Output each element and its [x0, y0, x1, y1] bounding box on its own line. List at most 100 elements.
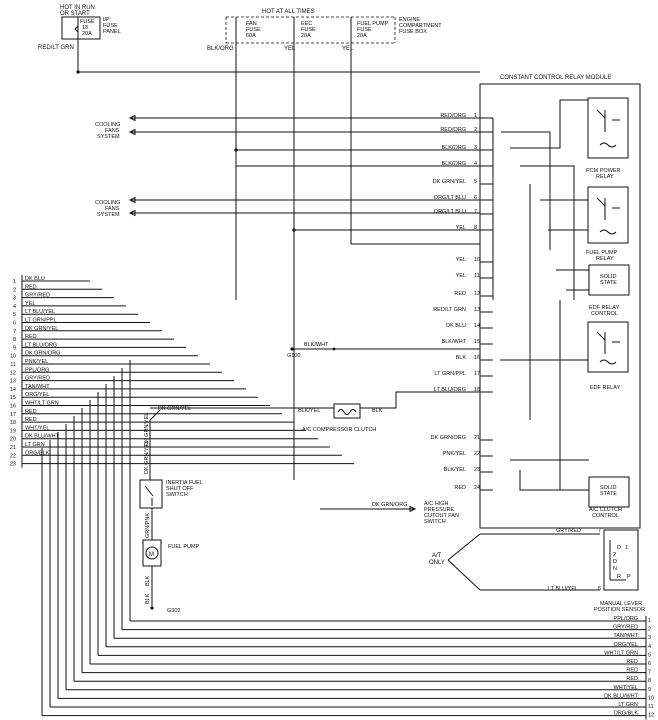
- at-only-line1: A/T: [432, 553, 442, 559]
- pcm-pin-label: PNK/YEL: [25, 359, 48, 365]
- edf-relay-box: [587, 321, 629, 373]
- ccrm-pin-number: 13: [474, 307, 480, 313]
- pcm-pin-number: 7: [13, 329, 16, 335]
- fuel-pump-motor-glyph: M: [149, 552, 154, 558]
- pcm-pin-number: 15: [10, 395, 16, 401]
- pcm-pin-number: 8: [13, 337, 16, 343]
- bottom-connector-label: PPL/ORG: [614, 616, 638, 622]
- ccrm-pin-label: ORG/LT BLU: [434, 209, 466, 215]
- ccrm-pin-number: 14: [474, 323, 480, 329]
- fuel-pump-label: FUEL PUMP: [168, 544, 200, 550]
- solid-state-1-box: [588, 264, 630, 296]
- ccrm-pin-number: 2: [474, 127, 477, 133]
- pcm-pin-number: 21: [10, 445, 16, 451]
- ccrm-pin-number: 4: [474, 161, 477, 167]
- manual-lever-position-sensor: A/T ONLY GRY/RED 7 6 LT BLU/YEL D 1 2 D …: [429, 528, 645, 613]
- ip-fuse-number: 18: [82, 25, 88, 31]
- ccrm-pin-label: BLK/ORG: [442, 161, 466, 167]
- ccrm-pin-number: 7: [474, 209, 477, 215]
- ccrm-pin-label: YEL: [456, 273, 466, 279]
- fuel-pump-relay-line1: FUEL PUMP: [586, 250, 618, 256]
- gear-p: P: [627, 574, 631, 580]
- pcm-pin-number: 16: [10, 404, 16, 410]
- dk-grn-yel-mid-label: DK GRN/YEL: [158, 406, 191, 412]
- eec-fuse-line1: EEC: [301, 21, 312, 27]
- bottom-connector-number: 1: [648, 618, 651, 624]
- pcm-pin-number: 2: [13, 287, 16, 293]
- pcm-pin-label: WHT/YEL: [25, 425, 49, 431]
- pcm-pin-number: 9: [13, 345, 16, 351]
- ac-clutch-control-line2: CONTROL: [592, 513, 619, 519]
- blk-wht-label: BLK/WHT: [304, 342, 329, 348]
- pcm-pin-number: 10: [10, 354, 16, 360]
- ccrm-pin-number: 22: [474, 451, 480, 457]
- bottom-connector-number: 3: [648, 635, 651, 641]
- ccrm-pin-label: BLK/YEL: [444, 467, 466, 473]
- bottom-connector-number: 6: [648, 661, 651, 667]
- ac-high-pressure-switch: DK GRN/ORG A/C HIGH PRESSURE CUTOUT FAN …: [320, 501, 459, 525]
- vert-blk-label-1: BLK: [145, 575, 151, 586]
- inertia-switch: DK GRN/YEL INERTIA FUEL SHUT OFF SWITCH …: [139, 406, 203, 509]
- pcm-pin-label: LT BLU/YEL: [25, 309, 55, 315]
- ac-hp-wire-label: DK GRN/ORG: [372, 502, 407, 508]
- ip-panel-line1: I/P: [103, 17, 110, 23]
- ccrm-pin-number: 15: [474, 339, 480, 345]
- fuel-pump-fuse-line1: FUEL PUMP: [357, 21, 389, 27]
- ac-compressor-clutch: BLK/YEL BLK A/C COMPRESSOR CLUTCH: [150, 391, 480, 433]
- hot-run-start-line2: OR START: [60, 11, 90, 17]
- pcm-pin-label: ORG/BLK: [25, 450, 50, 456]
- ccrm-pin-label: ORG/LT BLU: [434, 195, 466, 201]
- bottom-connector-label: RED: [626, 659, 638, 665]
- bottom-connector-number: 8: [648, 678, 651, 684]
- ac-compressor-label: A/C COMPRESSOR CLUTCH: [302, 427, 376, 433]
- pcm-pin-number: 19: [10, 428, 16, 434]
- gear-2: 2: [613, 552, 616, 558]
- pcm-pin-label: RED: [25, 284, 37, 290]
- lt-blu-yel-label: LT BLU/YEL: [548, 586, 578, 592]
- ccrm-pin-label: RED/ORG: [440, 113, 466, 119]
- vert-grn-pnk-label: GRN/PNK: [145, 513, 151, 538]
- at-only-line2: ONLY: [429, 560, 445, 566]
- ccrm-pin-number: 21: [474, 435, 480, 441]
- ac-hp-switch-line4: SWITCH: [424, 519, 446, 525]
- bottom-connector-label: LT GRN: [618, 702, 638, 708]
- pcm-pin-label: RED: [25, 417, 37, 423]
- ccrm-pin-number: 8: [474, 225, 477, 231]
- ccrm-pin-number: 1: [474, 113, 477, 119]
- cooling-fans-group-1: COOLING FANS SYSTEM: [95, 114, 480, 140]
- bottom-connector-number: 10: [648, 695, 654, 701]
- vert-dk-grn-yel-label-2: DK GRN/YEL: [144, 413, 150, 446]
- pcm-pin-number: 6: [13, 321, 16, 327]
- bottom-connector-label: WHT/LT GRN: [604, 650, 638, 656]
- pcm-pin-label: RED: [25, 409, 37, 415]
- gear-n: N: [613, 566, 617, 572]
- ccrm-pin-label: PNK/YEL: [443, 451, 466, 457]
- solid-state-2-line1: SOLID: [600, 485, 617, 491]
- ccrm-title: CONSTANT CONTROL RELAY MODULE: [500, 75, 611, 81]
- ccrm-pin-number: 12: [474, 291, 480, 297]
- mlps-box: [603, 529, 639, 591]
- cooling-fans-group-2: COOLING FANS SYSTEM: [95, 196, 480, 218]
- bottom-connector-label: RED: [626, 668, 638, 674]
- inertia-switch-line1: INERTIA FUEL: [166, 480, 203, 486]
- pcm-pin-number: 14: [10, 387, 16, 393]
- pcm-pin-label: GRY/RED: [25, 293, 50, 299]
- engine-fuse-box: HOT AT ALL TIMES FAN FUSE 60A EEC FUSE 2…: [207, 9, 442, 52]
- cooling-fans-2-line1: COOLING: [95, 200, 120, 206]
- edf-relay-label: EDF RELAY: [590, 385, 620, 391]
- pcm-pin-label: DK BLU/WHT: [25, 434, 60, 440]
- bottom-connector-label: TAN/WHT: [613, 633, 638, 639]
- bottom-connector-number: 9: [648, 687, 651, 693]
- ccrm-pin-number: 24: [474, 485, 480, 491]
- pcm-pin-label: TAN/WHT: [25, 384, 50, 390]
- bottom-connector-label: ORG/BLK: [614, 711, 639, 717]
- yel-label-a: YEL: [284, 46, 296, 52]
- pcm-pin-label: GRY/RED: [25, 376, 50, 382]
- pcm-pin-label: LT BLU/ORG: [25, 342, 57, 348]
- ac-clutch-coil-box: [333, 403, 361, 419]
- ccrm-pin-number: 16: [474, 355, 480, 361]
- gear-d2: D: [613, 559, 617, 565]
- inertia-switch-line3: SWITCH: [166, 492, 188, 498]
